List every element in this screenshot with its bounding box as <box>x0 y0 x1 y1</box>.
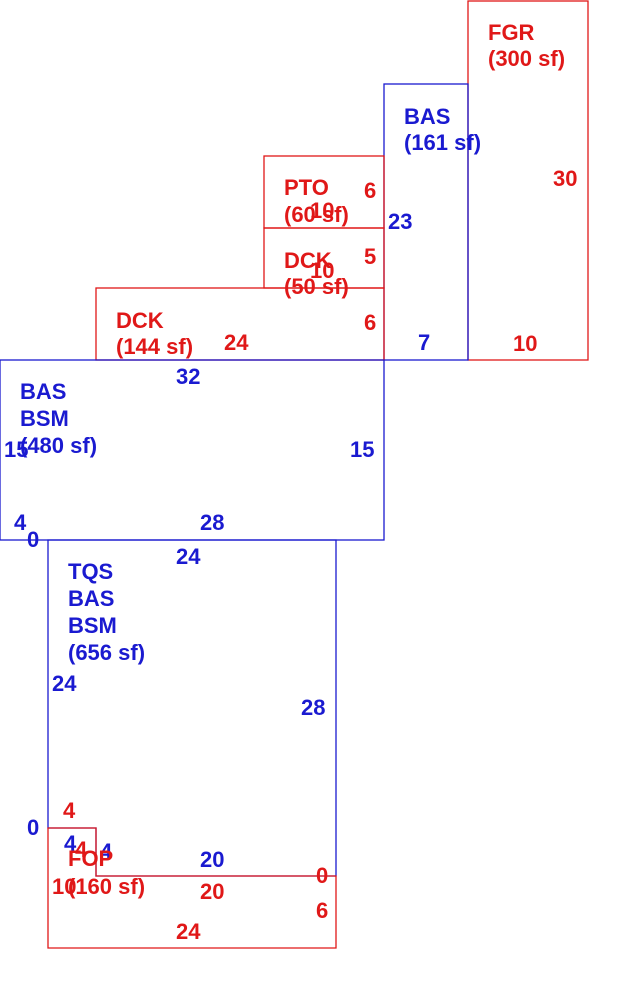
bas-bsm-area: (480 sf) <box>20 433 97 458</box>
bas-bsm-dim-bottom: 28 <box>200 510 224 535</box>
tqs-dim-zero: 0 <box>27 815 39 840</box>
bas-bsm-name-line1: BAS <box>20 379 66 404</box>
tqs-dim-top: 24 <box>176 544 201 569</box>
pto-dim-bottom: 10 <box>310 198 334 223</box>
fop-dim-top: 20 <box>200 879 224 904</box>
fop-outline <box>47 827 337 949</box>
fop-dim-zero: 0 <box>316 863 328 888</box>
tqs-name-line3: BSM <box>68 613 117 638</box>
fop-notch-marker: 4 <box>75 837 88 862</box>
dck-small-name: DCK <box>284 248 332 273</box>
bas-bsm-dim-right: 15 <box>350 437 374 462</box>
dck-large-name: DCK <box>116 308 164 333</box>
tqs-dim-bottom: 20 <box>200 847 224 872</box>
tqs-dim-right: 28 <box>301 695 325 720</box>
tqs-dim-left: 24 <box>52 671 77 696</box>
fop-dim-right: 6 <box>316 898 328 923</box>
tqs-dim-notch-width: 4 <box>64 831 77 856</box>
dck-large-dim-right: 6 <box>364 310 376 335</box>
dck-large-area: (144 sf) <box>116 334 193 359</box>
fgr-name: FGR <box>488 20 535 45</box>
pto-name: PTO <box>284 175 329 200</box>
bas-bsm-dim-step-height: 0 <box>27 527 39 552</box>
fop-name: FOP <box>68 846 113 871</box>
bas-upper-area: (161 sf) <box>404 130 481 155</box>
bas-upper-dim-left: 23 <box>388 209 412 234</box>
fop-dim-notch-top: 4 <box>63 798 76 823</box>
fop-dim-bottom: 24 <box>176 919 201 944</box>
dck-small-area: (50 sf) <box>284 274 349 299</box>
tqs-name-line1: TQS <box>68 559 113 584</box>
bas-bsm-dim-left: 15 <box>4 437 28 462</box>
pto-area: (60 sf) <box>284 202 349 227</box>
dck-small-dim-bottom: 10 <box>310 258 334 283</box>
fop-area: (160 sf) <box>68 874 145 899</box>
fop-dim-left: 10 <box>52 874 76 899</box>
fgr-area: (300 sf) <box>488 46 565 71</box>
dck-large-dim-bottom: 24 <box>224 330 249 355</box>
dck-small-dim-right: 5 <box>364 244 376 269</box>
bas-upper-name: BAS <box>404 104 450 129</box>
fgr-dim-right: 30 <box>553 166 577 191</box>
bas-bsm-name-line2: BSM <box>20 406 69 431</box>
tqs-area: (656 sf) <box>68 640 145 665</box>
bas-upper-dim-bottom: 7 <box>418 330 430 355</box>
bas-bsm-dim-step-width: 4 <box>14 510 27 535</box>
tqs-dim-notch-height: 4 <box>100 839 113 864</box>
tqs-name-line2: BAS <box>68 586 114 611</box>
fgr-dim-bottom: 10 <box>513 331 537 356</box>
pto-dim-right: 6 <box>364 178 376 203</box>
bas-bsm-dim-top: 32 <box>176 364 200 389</box>
